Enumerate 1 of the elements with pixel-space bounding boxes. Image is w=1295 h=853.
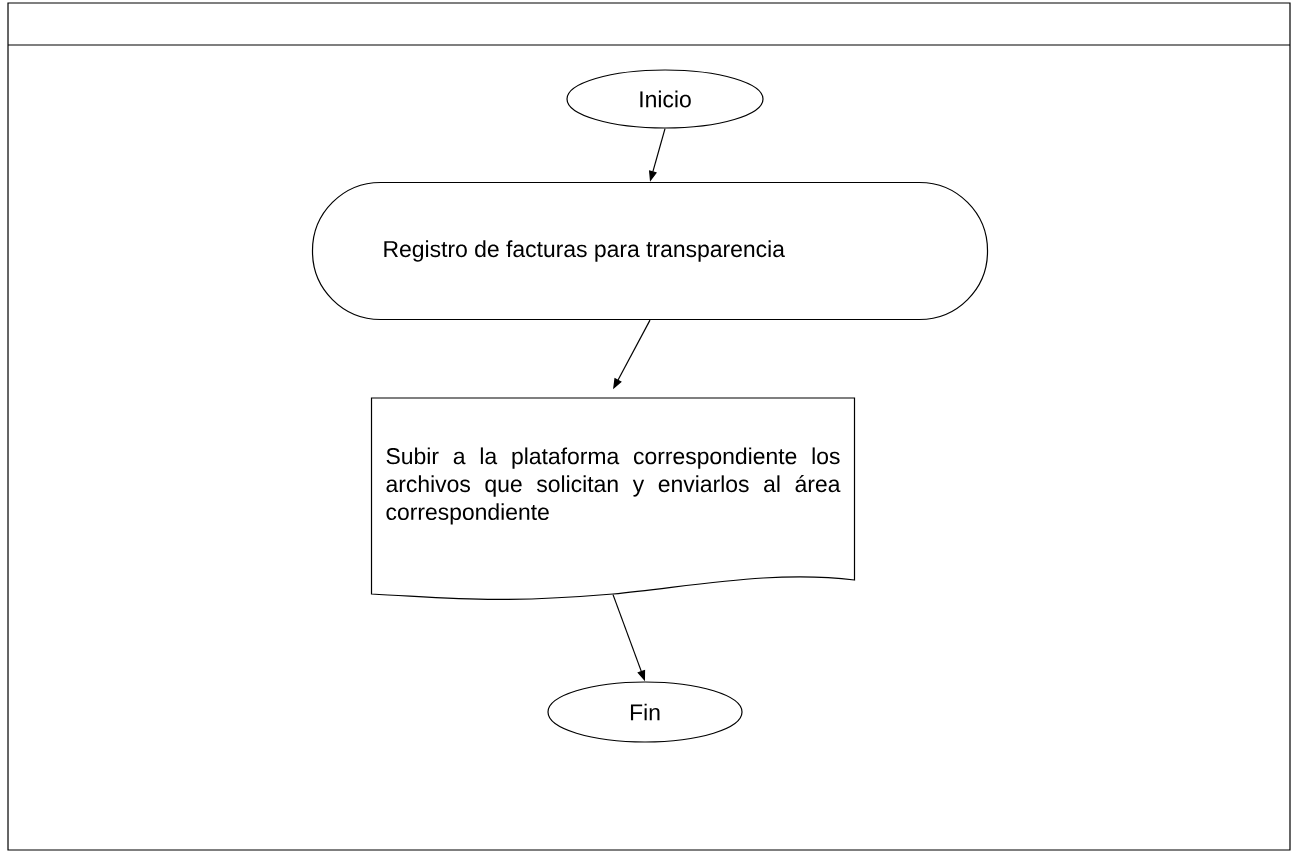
process-box: Registro de facturas para transparencia (311, 181, 989, 321)
